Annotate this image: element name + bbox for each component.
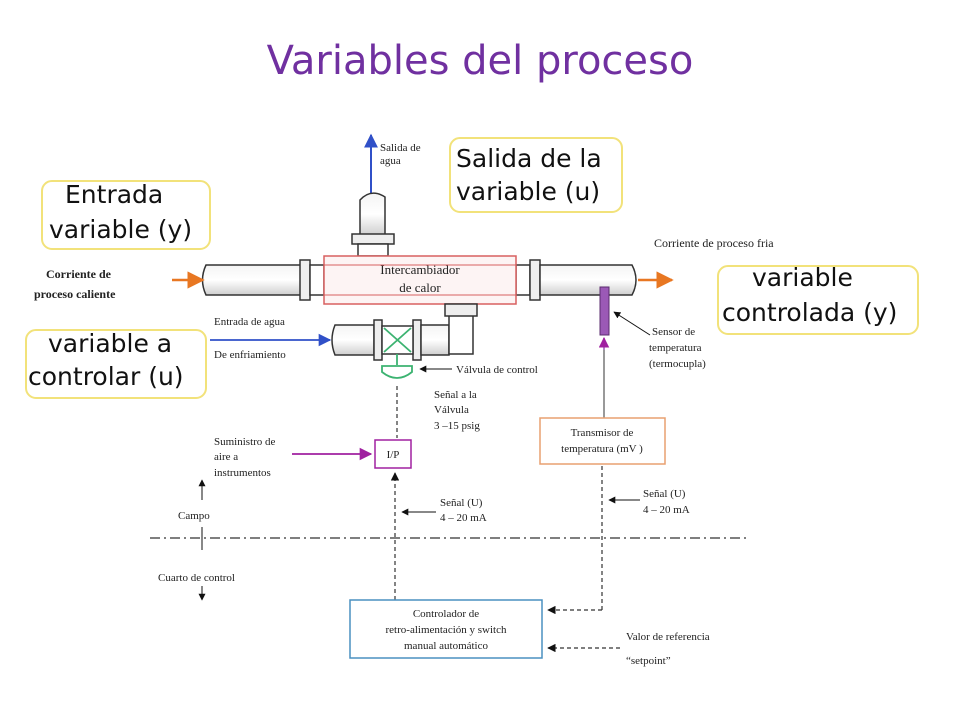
label-transmisor-2: temperatura (mV ) xyxy=(561,443,643,455)
label-sensor-2: temperatura xyxy=(649,342,702,354)
label-senal-right-1: Señal (U) xyxy=(643,488,686,500)
label-campo: Campo xyxy=(178,510,210,522)
temperature-sensor xyxy=(598,286,610,418)
label-transmisor-1: Transmisor de xyxy=(571,427,634,439)
sensor-pointer xyxy=(613,311,651,336)
label-intercambiador-2: de calor xyxy=(399,280,441,295)
water-outlet-pipe xyxy=(351,133,395,257)
label-cuarto: Cuarto de control xyxy=(158,572,235,584)
label-controlador-2: retro-alimentación y switch xyxy=(386,624,507,636)
label-salida-agua-1: Salida de xyxy=(380,142,421,154)
label-corriente-caliente-2: proceso caliente xyxy=(34,287,116,301)
heat-exchanger xyxy=(323,255,517,305)
slide-title: Variables del proceso xyxy=(266,38,694,84)
feedback-controller xyxy=(349,599,543,659)
label-corriente-fria: Corriente de proceso fria xyxy=(654,236,774,250)
label-valvula: Válvula de control xyxy=(456,364,538,376)
svg-text:variable: variable xyxy=(752,263,853,292)
svg-text:Salida de la: Salida de la xyxy=(456,144,602,173)
callout-variable-controlada: variable controlada (y) xyxy=(717,263,919,335)
label-intercambiador-1: Intercambiador xyxy=(380,262,460,277)
label-entrada-agua-1: Entrada de agua xyxy=(214,316,285,328)
ip-converter xyxy=(374,439,412,469)
label-ip: I/P xyxy=(387,449,400,461)
label-corriente-caliente-1: Corriente de xyxy=(46,267,112,281)
svg-text:variable a: variable a xyxy=(48,329,172,358)
temperature-transmitter xyxy=(539,417,666,465)
svg-text:controlada (y): controlada (y) xyxy=(722,298,897,327)
label-senal-left-2: 4 – 20 mA xyxy=(440,512,487,524)
label-suministro-3: instrumentos xyxy=(214,467,271,479)
label-controlador-3: manual automático xyxy=(404,640,488,652)
label-sensor-1: Sensor de xyxy=(652,326,695,338)
svg-text:controlar (u): controlar (u) xyxy=(28,362,184,391)
control-valve xyxy=(381,325,414,379)
label-senal-left-1: Señal (U) xyxy=(440,497,483,509)
svg-text:variable (u): variable (u) xyxy=(456,177,600,206)
label-entrada-agua-2: De enfriamiento xyxy=(214,349,286,361)
callout-variable-a-controlar: variable a controlar (u) xyxy=(25,329,207,399)
label-valor-ref-1: Valor de referencia xyxy=(626,631,710,643)
label-valor-ref-2: “setpoint” xyxy=(626,655,671,667)
label-salida-agua-2: agua xyxy=(380,155,401,167)
svg-text:Entrada: Entrada xyxy=(65,180,163,209)
process-pipe xyxy=(201,259,637,301)
label-suministro-2: aire a xyxy=(214,451,238,463)
label-senal-valvula-2: Válvula xyxy=(434,404,469,416)
label-sensor-3: (termocupla) xyxy=(649,358,706,370)
label-senal-valvula-3: 3 –15 psig xyxy=(434,420,480,432)
svg-text:variable (y): variable (y) xyxy=(49,215,192,244)
callout-entrada-variable: Entrada variable (y) xyxy=(41,180,211,250)
label-senal-valvula-1: Señal a la xyxy=(434,389,477,401)
label-senal-right-2: 4 – 20 mA xyxy=(643,504,690,516)
label-controlador-1: Controlador de xyxy=(413,608,479,620)
callout-salida-variable: Salida de la variable (u) xyxy=(449,137,623,213)
label-suministro-1: Suministro de xyxy=(214,436,276,448)
cooling-water-pipe xyxy=(331,303,478,361)
